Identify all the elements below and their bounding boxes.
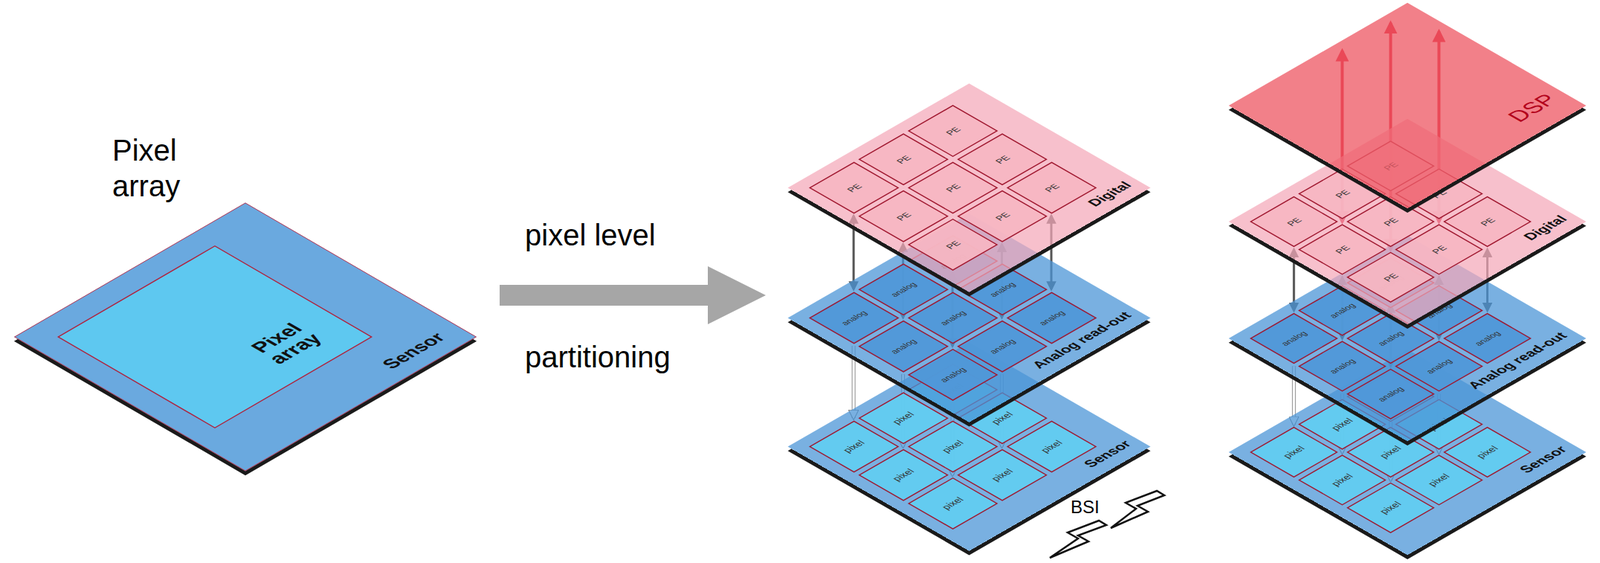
cell-label: analog (1375, 329, 1406, 348)
cell-label: PE (1380, 215, 1400, 227)
sensor-chip: SensorPixel array (14, 202, 477, 472)
title-label: Pixel array (112, 132, 224, 204)
cell-label: PE (1332, 243, 1352, 256)
cell-label: analog (1278, 329, 1310, 348)
cell-label: pixel (988, 466, 1016, 483)
cell-label: PE (893, 210, 914, 222)
cell-label: analog (887, 336, 919, 355)
cell-label: PE (942, 238, 963, 250)
light-bolt (1110, 490, 1165, 528)
cell-label: PE (1428, 243, 1449, 256)
cell-label: PE (942, 181, 963, 193)
cell-label: pixel (1280, 444, 1308, 461)
cell-label: analog (937, 308, 969, 327)
layer-link-arrow (853, 215, 855, 290)
bsi-label-box: BSI (1070, 496, 1100, 519)
cell-label: pixel (889, 466, 917, 483)
cell-label: PE (843, 181, 864, 193)
cell-label: analog (1472, 329, 1503, 348)
cell-label: pixel (1425, 472, 1453, 488)
cell-label: pixel (889, 409, 917, 426)
array-label: Pixel array (232, 312, 339, 374)
cell-label: pixel (1328, 472, 1356, 488)
cell-label: PE (991, 153, 1012, 165)
arrow-label: pixel level (524, 217, 656, 253)
digital-layer: DigitalPEPEPEPEPEPEPEPEPE (787, 83, 1151, 293)
cell-label: analog (1327, 301, 1358, 320)
cell-label: PE (1477, 215, 1497, 227)
cell-label: pixel (1376, 444, 1404, 461)
arrow-line (852, 215, 856, 290)
cell-label: PE (893, 153, 914, 165)
cell-label: pixel (840, 438, 867, 455)
light-bolt (1049, 520, 1107, 558)
dsp-layer: DSP (1228, 2, 1587, 209)
arrow-label-box: partitioning (524, 339, 671, 375)
cell-label: PE (1284, 215, 1304, 227)
partition-arrow (499, 266, 766, 325)
cell-label: PE (1332, 188, 1352, 200)
arrow-label: partitioning (524, 339, 671, 375)
pixel-readout-arrow (853, 345, 855, 418)
cell-label: PE (1380, 271, 1400, 283)
cell-label: pixel (939, 495, 966, 511)
cell-label: analog (937, 365, 969, 384)
cell-label: pixel (1473, 444, 1501, 461)
cell-label: PE (991, 210, 1012, 222)
cell-label: analog (838, 308, 870, 327)
arrow-label-box: pixel level (524, 217, 656, 253)
cell-label: pixel (988, 409, 1016, 426)
cell-label: analog (887, 280, 919, 299)
cell-label: pixel (1037, 438, 1065, 455)
bsi-label: BSI (1070, 496, 1100, 519)
cell-label: pixel (939, 438, 966, 455)
cell-label: analog (986, 336, 1018, 355)
cell-label: analog (1035, 308, 1067, 327)
cell-label: pixel (1328, 416, 1356, 432)
cell-label: pixel (1376, 499, 1404, 516)
cell-label: analog (1423, 357, 1455, 376)
cell-label: PE (1041, 181, 1061, 193)
pixel-array: Pixel array (57, 245, 373, 429)
title-label-box: Pixel array (112, 132, 224, 204)
cell-label: analog (1327, 357, 1358, 376)
cell-label: analog (986, 280, 1018, 299)
cell-label: PE (942, 124, 963, 137)
cell-label: analog (1375, 385, 1406, 403)
